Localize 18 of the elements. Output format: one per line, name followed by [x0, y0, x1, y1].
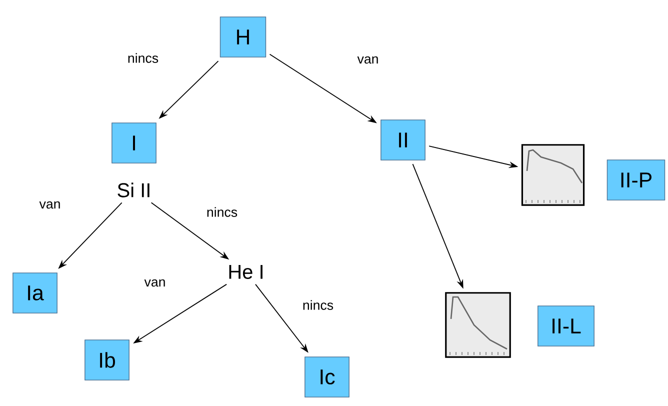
- node-text: He I: [229, 265, 262, 279]
- edge-label: van: [142, 278, 168, 288]
- type-box: Ic: [304, 356, 350, 398]
- node-text: Si II: [118, 182, 150, 198]
- edge-label: nincs: [301, 298, 335, 312]
- edge-label: nincs: [205, 206, 239, 218]
- type-box: H: [220, 16, 266, 58]
- light-curve-drawing: [521, 144, 585, 206]
- edge-label: van: [38, 200, 62, 210]
- type-box: Ib: [84, 340, 130, 380]
- type-box: I: [112, 122, 156, 164]
- edge-label: van: [356, 55, 380, 65]
- light-curve-drawing: [445, 292, 511, 358]
- type-box: Ia: [12, 272, 58, 314]
- type-box: II-P: [606, 160, 666, 200]
- edge-label: nincs: [126, 52, 160, 64]
- type-box: II: [380, 120, 426, 160]
- type-box: II-L: [538, 306, 594, 346]
